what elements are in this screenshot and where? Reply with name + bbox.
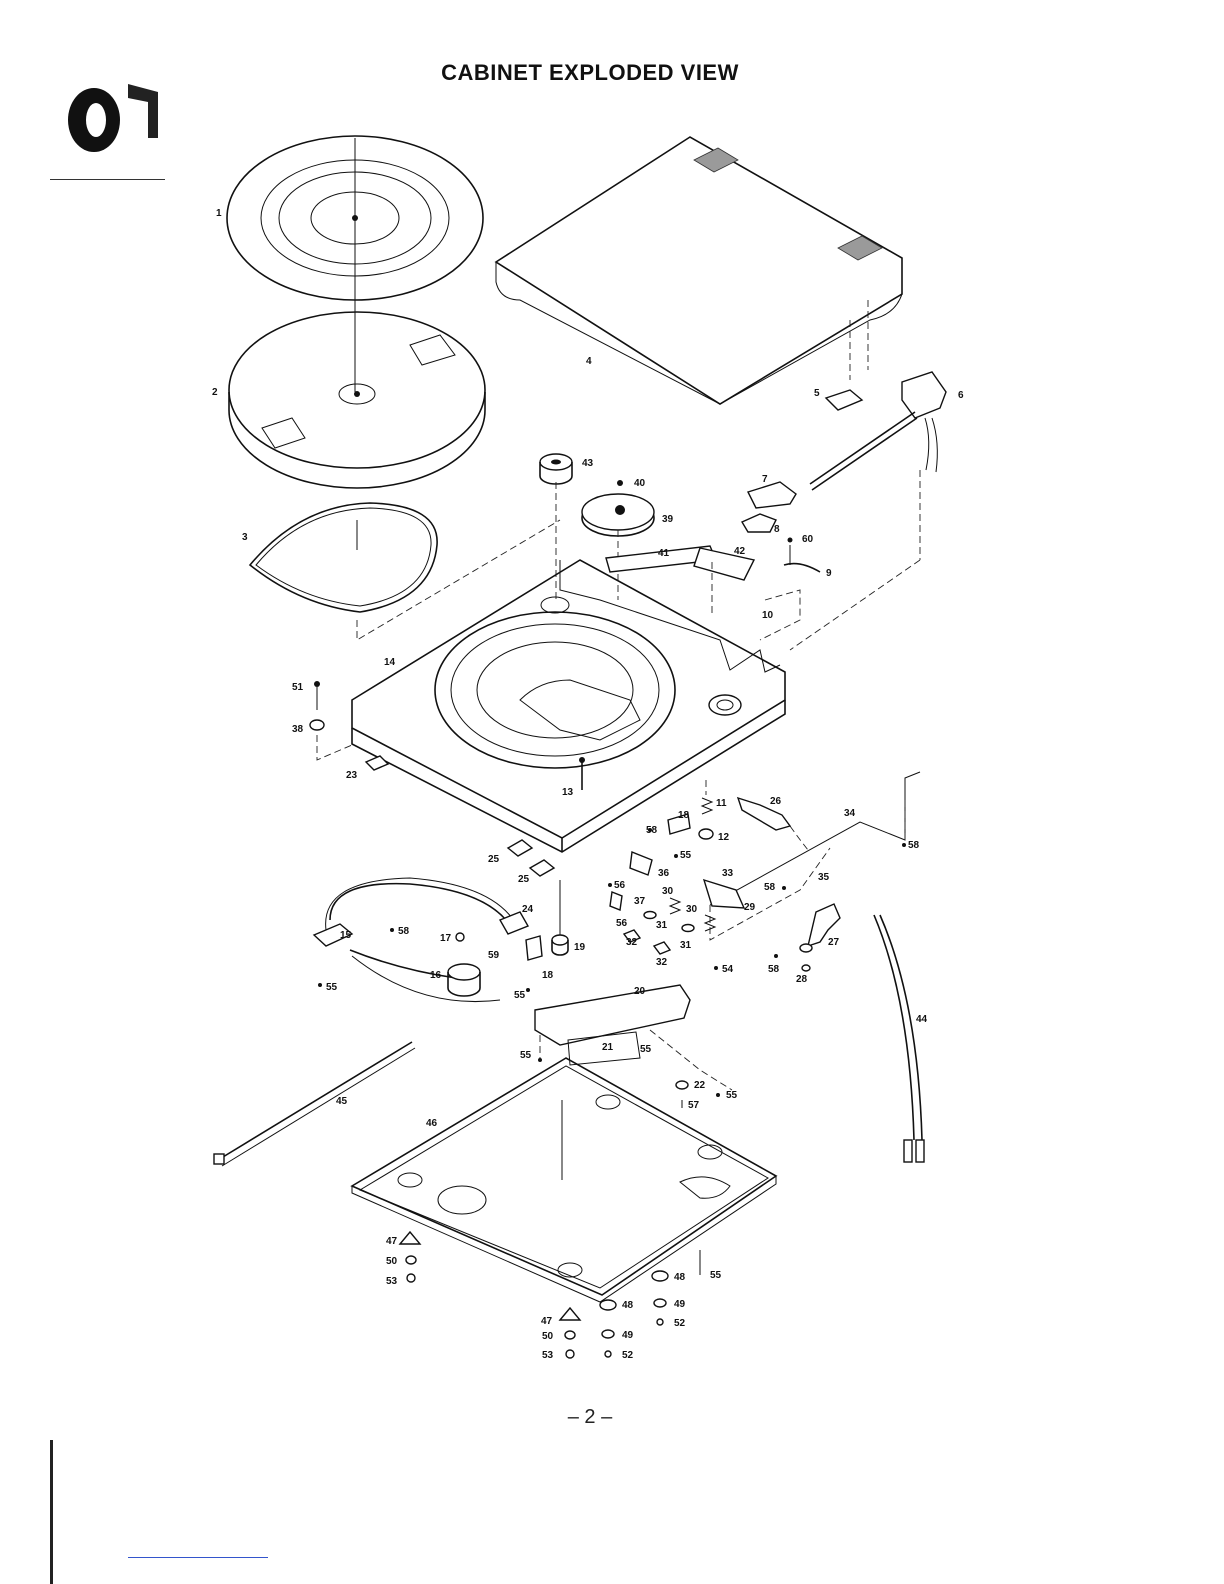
part-label-44: 44 [916,1014,928,1025]
part-label-45: 45 [336,1096,348,1107]
part-label-2: 2 [212,387,218,398]
part-label-55-a: 55 [326,982,338,993]
part-label-34: 34 [844,808,856,819]
part-label-48-b: 48 [674,1272,686,1283]
part-label-60: 60 [802,534,814,545]
part-label-35: 35 [818,872,830,883]
part-label-47-a: 47 [386,1236,398,1247]
part-label-40: 40 [634,478,646,489]
part-label-46: 46 [426,1118,438,1129]
part-label-50-a: 50 [386,1256,398,1267]
part-label-49-b: 49 [674,1299,686,1310]
turntable-platter [229,312,485,488]
part-label-47-b: 47 [541,1316,553,1327]
drive-belt [250,503,437,612]
page-number: – 2 – [540,1406,640,1429]
part-label-56-a: 56 [614,880,626,891]
part-label-31-b: 31 [680,940,692,951]
part-label-27: 27 [828,937,840,948]
part-label-18-upper: 18 [678,810,690,821]
part-label-7: 7 [762,474,768,485]
part-label-55-f: 55 [710,1270,722,1281]
part-label-16: 16 [430,970,442,981]
part-label-28: 28 [796,974,808,985]
part-label-29: 29 [744,902,756,913]
part-label-11: 11 [716,798,727,809]
part-label-15: 15 [340,930,352,941]
part-label-55-g: 55 [640,1044,652,1055]
part-label-23: 23 [346,770,358,781]
part-label-32-b: 32 [656,957,668,968]
part-label-38: 38 [292,724,304,735]
part-label-17: 17 [440,933,452,944]
part-label-54: 54 [722,964,734,975]
arm-rest [784,564,820,572]
part-label-58-c: 58 [764,882,776,893]
part-label-57: 57 [688,1100,700,1111]
part-label-25-a: 25 [488,854,500,865]
part-label-58-d: 58 [768,964,780,975]
part-label-51: 51 [292,682,304,693]
dust-cover [496,137,902,404]
part-label-41: 41 [658,548,670,559]
part-label-37: 37 [634,896,646,907]
part-label-5: 5 [814,388,820,399]
part-label-19: 19 [574,942,586,953]
part-label-30-a: 30 [662,886,674,897]
part-label-50-b: 50 [542,1331,554,1342]
part-label-10: 10 [762,610,774,621]
part-label-21: 21 [602,1042,614,1053]
part-label-33: 33 [722,868,734,879]
part-label-42: 42 [734,546,746,557]
part-label-4: 4 [586,356,592,367]
part-label-13: 13 [562,787,574,798]
part-label-52-b: 52 [674,1318,686,1329]
part-label-55-e: 55 [726,1090,738,1101]
part-label-58-e: 58 [908,840,920,851]
part-label-25-b: 25 [518,874,530,885]
part-label-55-c: 55 [520,1050,532,1061]
part-label-22: 22 [694,1080,706,1091]
part-label-3: 3 [242,532,248,543]
part-label-59: 59 [488,950,500,961]
part-label-6: 6 [958,390,964,401]
part-label-53-a: 53 [386,1276,398,1287]
part-label-55-d: 55 [680,850,692,861]
part-label-32-a: 32 [626,937,638,948]
part-label-18-lower: 18 [542,970,554,981]
part-label-39: 39 [662,514,674,525]
part-label-58-b: 58 [646,825,658,836]
part-label-26: 26 [770,796,782,807]
part-label-49-a: 49 [622,1330,634,1341]
part-label-48-a: 48 [622,1300,634,1311]
hinge-bracket [826,390,862,410]
part-label-30-b: 30 [686,904,698,915]
part-label-31-a: 31 [656,920,668,931]
part-label-55-b: 55 [514,990,526,1001]
part-label-9: 9 [826,568,832,579]
spacer-cylinder [540,454,572,484]
part-label-14: 14 [384,657,396,668]
part-label-1: 1 [216,208,222,219]
scan-binding-edge [50,1440,53,1584]
part-label-8: 8 [774,524,780,535]
part-label-12: 12 [718,832,730,843]
part-label-24: 24 [522,904,534,915]
part-label-56-b: 56 [616,918,628,929]
part-label-43: 43 [582,458,594,469]
footer-link-underline [128,1557,268,1558]
part-label-52-a: 52 [622,1350,634,1361]
part-label-58-a: 58 [398,926,410,937]
part-label-20: 20 [634,986,646,997]
bottom-plate [352,1058,776,1302]
part-label-36: 36 [658,868,670,879]
part-label-53-b: 53 [542,1350,554,1361]
